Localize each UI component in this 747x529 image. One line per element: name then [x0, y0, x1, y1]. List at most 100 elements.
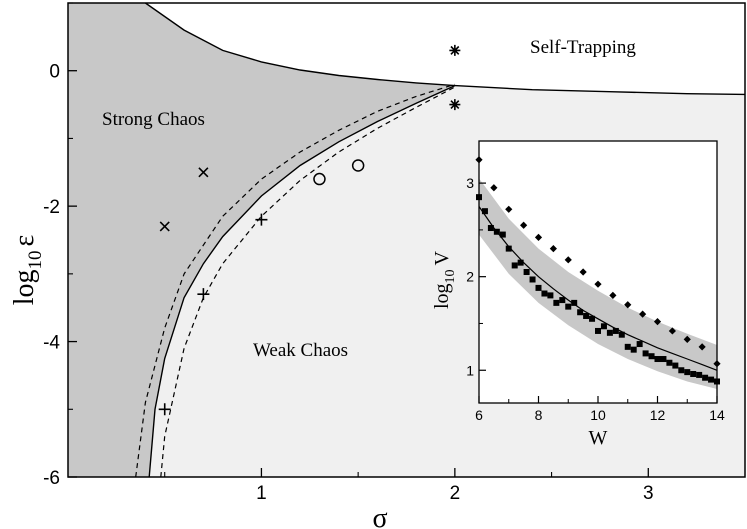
y-axis-label-log: log: [9, 269, 40, 305]
inset-y-axis-label: log10 V: [431, 250, 458, 309]
diamond-marker: [698, 343, 706, 351]
square-marker: [517, 259, 524, 266]
square-marker: [642, 350, 649, 357]
square-marker: [624, 343, 631, 350]
x-axis-label: σ: [372, 503, 387, 529]
square-marker: [696, 371, 703, 378]
diamond-marker: [609, 291, 617, 299]
y-axis-label-sub: 10: [25, 250, 46, 269]
inset-x-tick-label: 10: [590, 407, 606, 423]
inset-y-axis-label-log: log: [431, 283, 453, 309]
self-trapping-region: [145, 3, 745, 95]
x-tick-label: 2: [450, 483, 461, 504]
diamond-marker: [549, 245, 557, 253]
square-marker: [487, 225, 494, 232]
diamond-marker: [490, 184, 498, 192]
star-marker: [449, 44, 461, 56]
strong-chaos-label: Strong Chaos: [102, 109, 205, 130]
inset-y-axis-label-sub: 10: [443, 269, 458, 283]
square-marker: [559, 297, 566, 304]
x-tick-label: 1: [256, 483, 267, 504]
inset-y-axis-label-sym: V: [431, 250, 453, 265]
square-marker: [606, 329, 613, 336]
square-marker: [499, 231, 506, 238]
square-marker: [589, 315, 596, 322]
diamond-marker: [520, 221, 528, 229]
square-marker: [660, 356, 667, 363]
y-tick-label: -4: [43, 333, 60, 354]
plus-marker: [255, 213, 268, 226]
weak-chaos-label: Weak Chaos: [253, 340, 348, 361]
self-trapping-boundary-line: [144, 2, 746, 96]
square-marker: [505, 245, 512, 252]
star-marker: [449, 99, 461, 111]
square-marker: [493, 228, 500, 235]
inset-fit-curve: [478, 206, 718, 371]
square-marker: [565, 303, 572, 310]
diamond-marker: [564, 256, 572, 264]
diamond-marker: [683, 335, 691, 343]
diamond-marker: [639, 310, 647, 318]
square-marker: [535, 284, 542, 291]
square-marker: [612, 327, 619, 334]
square-marker: [666, 359, 673, 366]
square-marker: [511, 262, 518, 269]
diamond-marker: [653, 317, 662, 326]
square-marker: [690, 370, 697, 377]
cross-marker: [198, 167, 209, 178]
square-marker: [600, 323, 607, 330]
square-marker: [702, 374, 709, 381]
square-marker: [571, 299, 578, 306]
inset-markers: [475, 156, 721, 385]
diamond-marker: [624, 301, 632, 309]
inset-x-tick-label: 6: [475, 407, 483, 423]
square-marker: [553, 299, 560, 306]
square-marker: [529, 276, 536, 283]
diamond-marker: [579, 268, 587, 276]
square-marker: [523, 269, 530, 275]
diamond-marker: [505, 205, 513, 213]
inset-x-tick-label: 12: [650, 407, 666, 423]
main-plot-frame: [67, 2, 746, 478]
inset-confidence-band: [479, 178, 717, 389]
inset-y-axis-label-text: log10 V: [431, 250, 458, 309]
diamond-marker: [534, 233, 543, 241]
inset-y-tick-label: 3: [466, 175, 474, 191]
square-marker: [678, 367, 685, 374]
square-marker: [636, 341, 643, 348]
x-tick-label: 3: [643, 483, 654, 504]
diamond-marker: [668, 327, 676, 335]
inset-x-tick-label: 14: [709, 407, 725, 423]
y-tick-label: -6: [43, 468, 60, 489]
square-marker: [654, 356, 661, 363]
inset-x-axis-label: W: [589, 427, 608, 449]
cross-marker: [159, 221, 170, 232]
dashed-upper-bound-line: [135, 83, 456, 478]
square-marker: [630, 346, 637, 353]
square-marker: [618, 331, 625, 338]
y-axis-label-text: log10 ε: [9, 235, 46, 306]
strong-weak-boundary-line: [148, 84, 456, 478]
inset-frame: [478, 140, 718, 404]
strong-chaos-region: [68, 3, 455, 477]
inset-y-tick-label: 1: [466, 362, 474, 378]
dashed-lower-bound-line: [160, 86, 456, 478]
square-marker: [541, 290, 548, 297]
main-markers: [158, 44, 461, 416]
self-trapping-label: Self-Trapping: [530, 37, 636, 58]
y-tick-label: 0: [49, 62, 60, 83]
y-axis-label-sym: ε: [9, 235, 40, 247]
square-marker: [481, 208, 488, 215]
square-marker: [547, 292, 554, 299]
circle-marker: [351, 159, 365, 172]
square-marker: [648, 353, 655, 360]
diamond-marker: [594, 280, 602, 288]
circle-marker: [313, 172, 326, 186]
square-marker: [708, 376, 715, 383]
inset-x-tick-label: 8: [535, 407, 543, 423]
plus-marker: [158, 403, 171, 416]
square-marker: [583, 312, 590, 319]
